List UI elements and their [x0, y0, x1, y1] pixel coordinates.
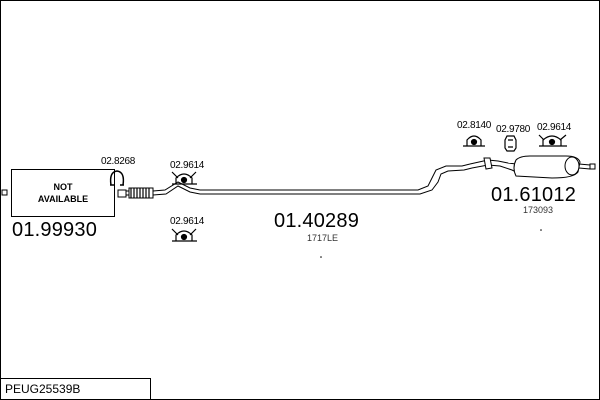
fitting-part-number: 02.9614	[170, 160, 205, 171]
vehicle-code-box: PEUG25539B	[0, 378, 151, 400]
centre-pipe	[200, 163, 473, 195]
section-part-number: 01.40289	[274, 210, 360, 232]
rubber-mount-icon	[171, 228, 197, 242]
not-available-box: NOT AVAILABLE	[11, 169, 115, 217]
front-pipe-tube	[126, 181, 201, 196]
rear-inlet-pipe	[469, 159, 517, 173]
section-part-number: 01.61012	[491, 184, 577, 206]
fitting-part-number: 02.9614	[170, 216, 205, 227]
clamp-icon	[109, 170, 125, 186]
rear-section	[469, 155, 596, 179]
left-connector	[1, 189, 8, 196]
section-part-number: 01.99930	[12, 219, 98, 241]
flex-section	[128, 187, 154, 199]
not-available-label: NOT AVAILABLE	[37, 182, 89, 204]
flange-ring	[117, 189, 127, 198]
rear-flange	[483, 157, 493, 170]
tailpipe	[578, 163, 591, 170]
fitting-part-number: 02.9614	[537, 122, 572, 133]
gasket-icon	[504, 135, 517, 152]
section-sub-label: 1717LE	[307, 233, 339, 243]
section-sub-label: 173093	[523, 205, 554, 215]
fitting-part-number: 02.9780	[496, 124, 531, 135]
marker-dot	[540, 229, 542, 231]
front-pipe	[117, 181, 201, 199]
fitting-part-number: 02.8268	[101, 156, 136, 167]
rubber-mount-icon	[538, 134, 567, 147]
muffler-end	[564, 156, 580, 176]
clamp-icon	[463, 135, 485, 147]
marker-dot	[320, 256, 322, 258]
vehicle-code: PEUG25539B	[5, 382, 81, 396]
fitting-part-number: 02.8140	[457, 120, 492, 131]
flex-corrugation	[130, 188, 150, 198]
rubber-mount-icon	[171, 171, 197, 185]
right-connector	[589, 163, 596, 170]
